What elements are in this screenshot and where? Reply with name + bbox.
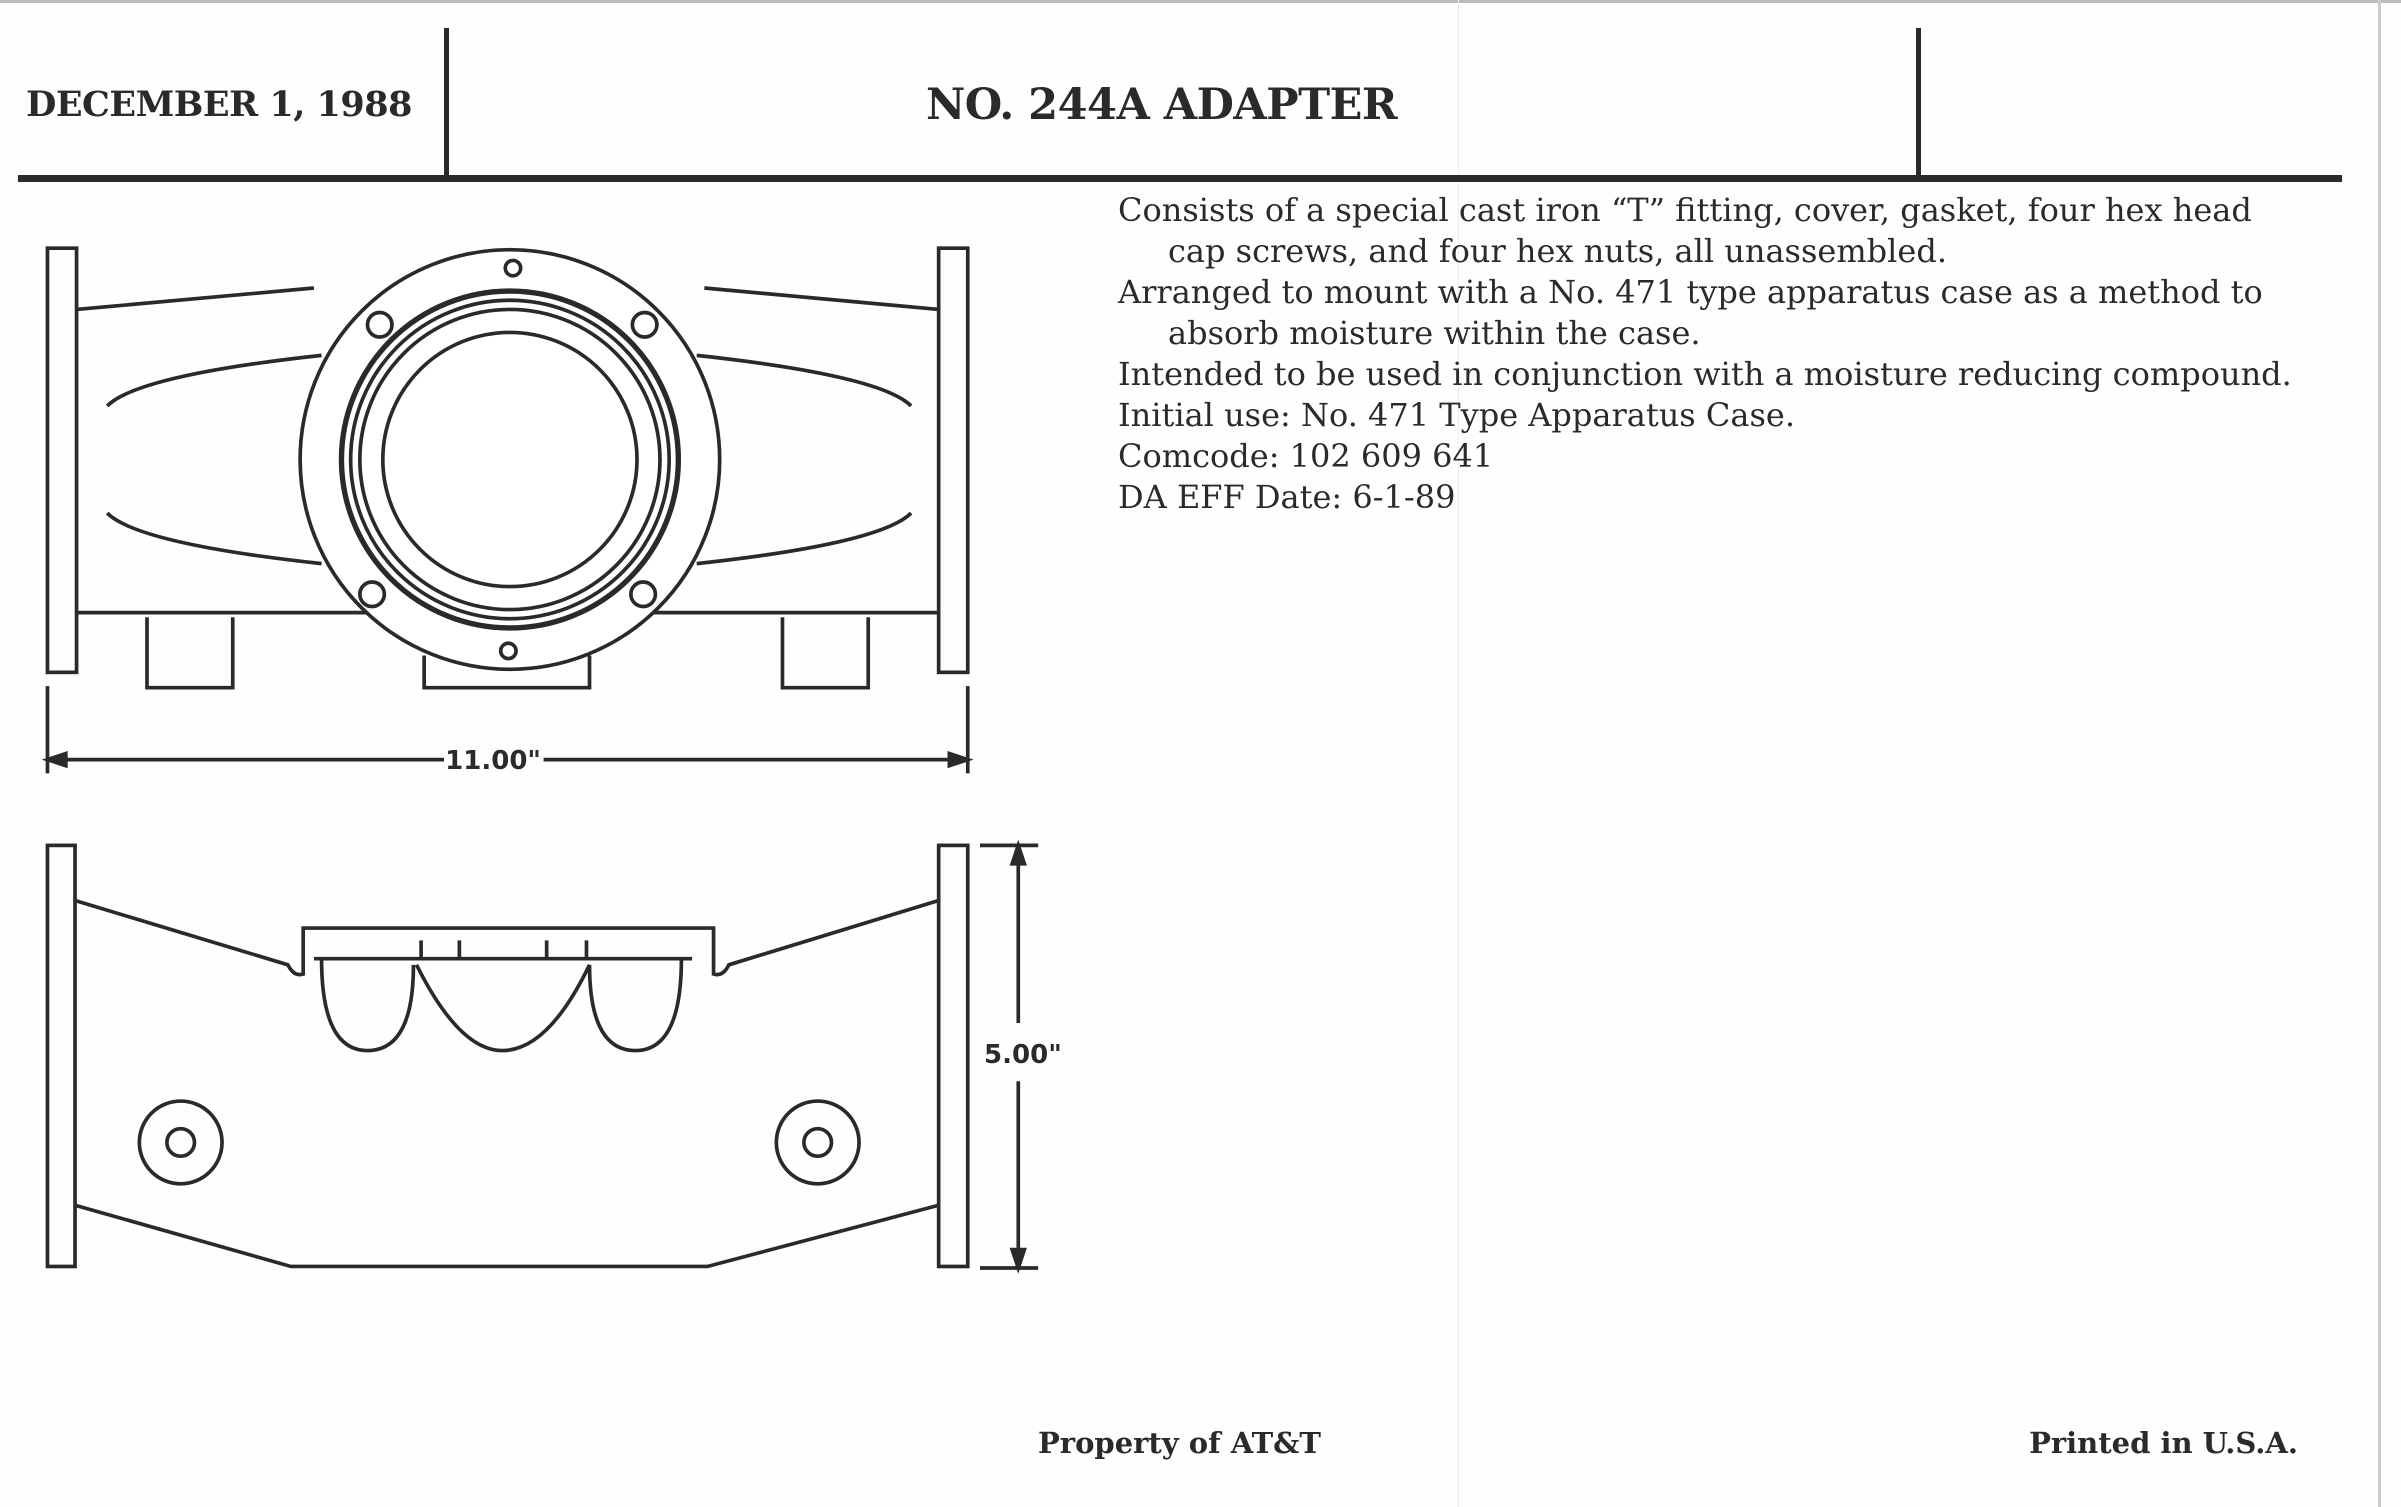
page-edge: [2378, 0, 2381, 1507]
height-dimension-label: 5.00": [984, 1040, 1062, 1070]
description-paragraph: Initial use: No. 471 Type Apparatus Case…: [1118, 396, 1795, 434]
comcode: Comcode: 102 609 641: [1118, 437, 1494, 475]
page-edge: [0, 0, 2401, 3]
header-divider: [444, 28, 449, 178]
page-title: NO. 244A ADAPTER: [926, 80, 1398, 130]
effective-date: DA EFF Date: 6-1-89: [1118, 478, 1456, 516]
description: Consists of a special cast iron “T” fitt…: [1118, 190, 2298, 518]
side-view-drawing: 5.00": [45, 839, 1062, 1274]
description-paragraph: Intended to be used in conjunction with …: [1118, 355, 2292, 393]
width-dimension-label: 11.00": [445, 746, 541, 776]
description-paragraph: Consists of a special cast iron “T” fitt…: [1118, 191, 2252, 270]
fold-line: [1458, 0, 1459, 1507]
header-divider: [1916, 28, 1921, 178]
description-paragraph: Arranged to mount with a No. 471 type ap…: [1118, 273, 2263, 352]
footer-property: Property of AT&T: [1038, 1426, 1321, 1460]
header-rule: [18, 175, 2342, 182]
issue-date: DECEMBER 1, 1988: [26, 84, 412, 125]
footer-printed: Printed in U.S.A.: [2029, 1426, 2298, 1460]
top-view-drawing: 11.00": [41, 246, 974, 776]
